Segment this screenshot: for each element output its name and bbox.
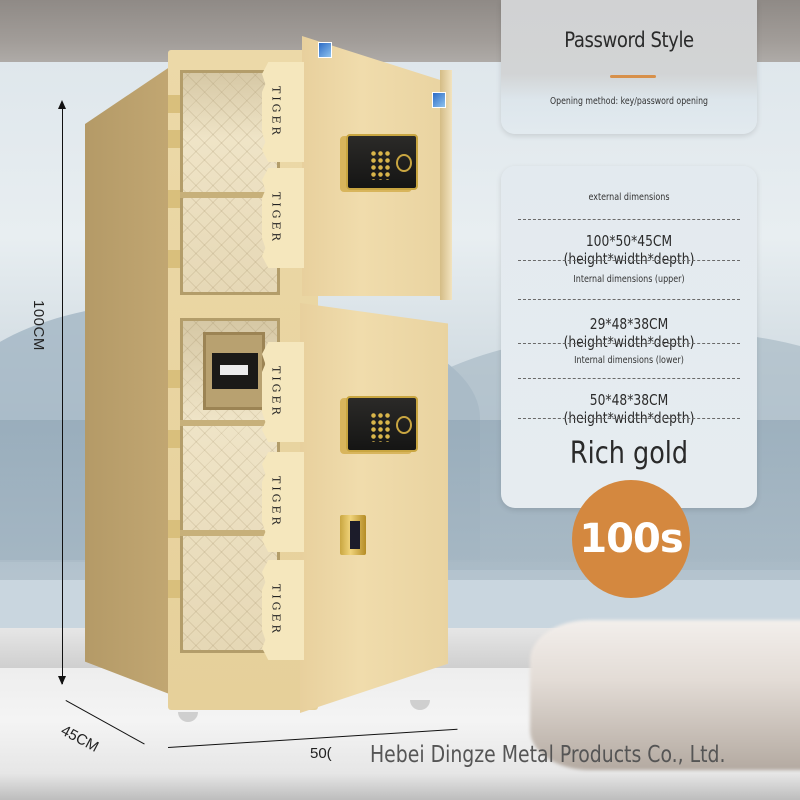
frame-stripe <box>168 250 182 268</box>
company-name: Hebei Dingze Metal Products Co., Ltd. <box>370 742 726 768</box>
card-title: Password Style <box>564 28 694 52</box>
fingerprint-icon <box>396 154 412 172</box>
accent-divider <box>610 75 656 78</box>
inner-lock-display-icon <box>212 353 258 389</box>
price-badge: 100s <box>572 480 690 598</box>
dimensions-card: external dimensions 100*50*45CM (height*… <box>501 166 757 508</box>
dashed-divider <box>518 378 740 379</box>
frame-stripe <box>168 370 182 388</box>
door-handle <box>340 515 366 555</box>
fingerprint-icon <box>396 416 412 434</box>
dashed-divider <box>518 343 740 344</box>
frame-stripe <box>168 520 182 538</box>
hinge-cover <box>262 168 304 268</box>
dimension-value: 100*50*45CM (height*width*depth) <box>563 232 695 268</box>
frame-stripe <box>168 580 182 598</box>
hinge-cover <box>262 342 304 442</box>
dimension-label: Internal dimensions (upper) <box>573 274 685 285</box>
dashed-divider <box>518 418 740 419</box>
caster-wheel <box>178 712 198 722</box>
hinge-cover <box>262 452 304 552</box>
caster-wheel <box>410 700 430 710</box>
shelf <box>180 192 280 198</box>
height-dimension-line <box>62 104 63 684</box>
brand-label: TIGER <box>269 192 283 244</box>
keypad-buttons <box>370 412 392 442</box>
dimension-label: Internal dimensions (lower) <box>574 355 684 366</box>
keypad-buttons <box>370 150 392 180</box>
brand-label: TIGER <box>269 86 283 138</box>
password-style-card: Password Style Opening method: key/passw… <box>501 0 757 134</box>
shelf <box>180 530 280 536</box>
arrow-up-icon <box>58 100 66 109</box>
frame-stripe <box>168 95 182 113</box>
brand-label: TIGER <box>269 584 283 636</box>
dimension-value: 29*48*38CM (height*width*depth) <box>563 315 695 351</box>
upper-door-edge <box>440 70 452 300</box>
inner-drawer-lock <box>203 332 265 410</box>
dashed-divider <box>518 219 740 220</box>
height-label: 100CM <box>30 300 47 351</box>
price-badge-text: 100s <box>579 516 683 562</box>
color-name: Rich gold <box>569 436 689 471</box>
opening-method-text: Opening method: key/password opening <box>550 96 708 107</box>
shelf <box>180 420 280 426</box>
frame-stripe <box>168 190 182 208</box>
dimension-value: 50*48*38CM (height*width*depth) <box>563 391 695 427</box>
frame-stripe <box>168 130 182 148</box>
keypad-lock-icon <box>346 134 418 190</box>
dashed-divider <box>518 299 740 300</box>
certification-badge-icon <box>318 42 332 58</box>
frame-stripe <box>168 430 182 448</box>
hinge-cover <box>262 560 304 660</box>
arrow-down-icon <box>58 676 66 685</box>
dashed-divider <box>518 260 740 261</box>
width-label: 50( <box>310 745 332 762</box>
lower-door <box>300 303 448 713</box>
certification-badge-icon <box>432 92 446 108</box>
ottoman <box>530 620 800 770</box>
brand-label: TIGER <box>269 476 283 528</box>
dimension-label: external dimensions <box>588 192 670 203</box>
brand-label: TIGER <box>269 366 283 418</box>
hinge-cover <box>262 62 304 162</box>
keypad-lock-icon <box>346 396 418 452</box>
